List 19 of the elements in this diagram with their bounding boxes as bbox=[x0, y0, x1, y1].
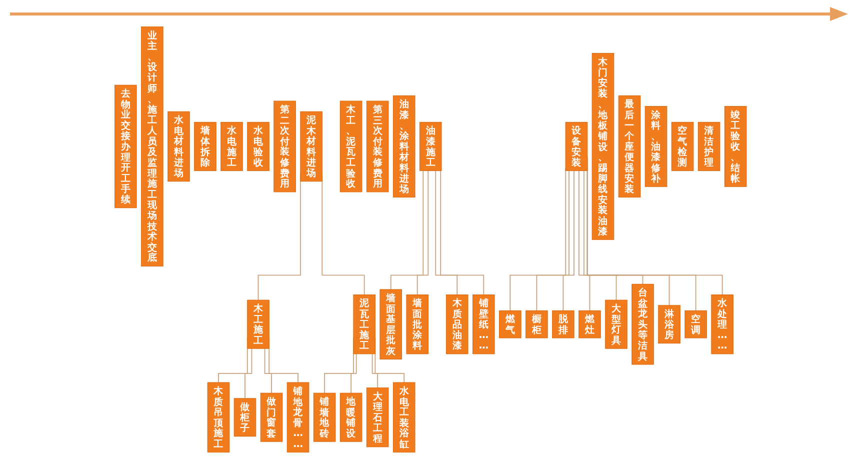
connector bbox=[244, 348, 253, 399]
node-box: 涂料、油漆修补 bbox=[645, 106, 668, 187]
node-box: 业主、设计师、施工人员及监理施工现场技术交底 bbox=[141, 26, 164, 266]
connector bbox=[578, 170, 591, 312]
node-box: 大理石工程 bbox=[366, 388, 390, 448]
node-box: 竣工验收、结帐 bbox=[724, 106, 748, 187]
node-box: 淋浴房 bbox=[658, 305, 681, 344]
connector bbox=[584, 170, 618, 301]
connector bbox=[350, 353, 358, 394]
connector bbox=[440, 170, 484, 296]
connector bbox=[390, 170, 424, 290]
connector bbox=[536, 170, 570, 312]
connector bbox=[264, 348, 272, 394]
node-box: 木门安装、地板铺设、踢脚线安装油漆 bbox=[592, 53, 614, 240]
node-box: 做柜子 bbox=[234, 398, 257, 437]
connector bbox=[417, 170, 429, 296]
connector bbox=[436, 170, 458, 296]
connector bbox=[372, 353, 378, 388]
connector bbox=[563, 170, 575, 312]
